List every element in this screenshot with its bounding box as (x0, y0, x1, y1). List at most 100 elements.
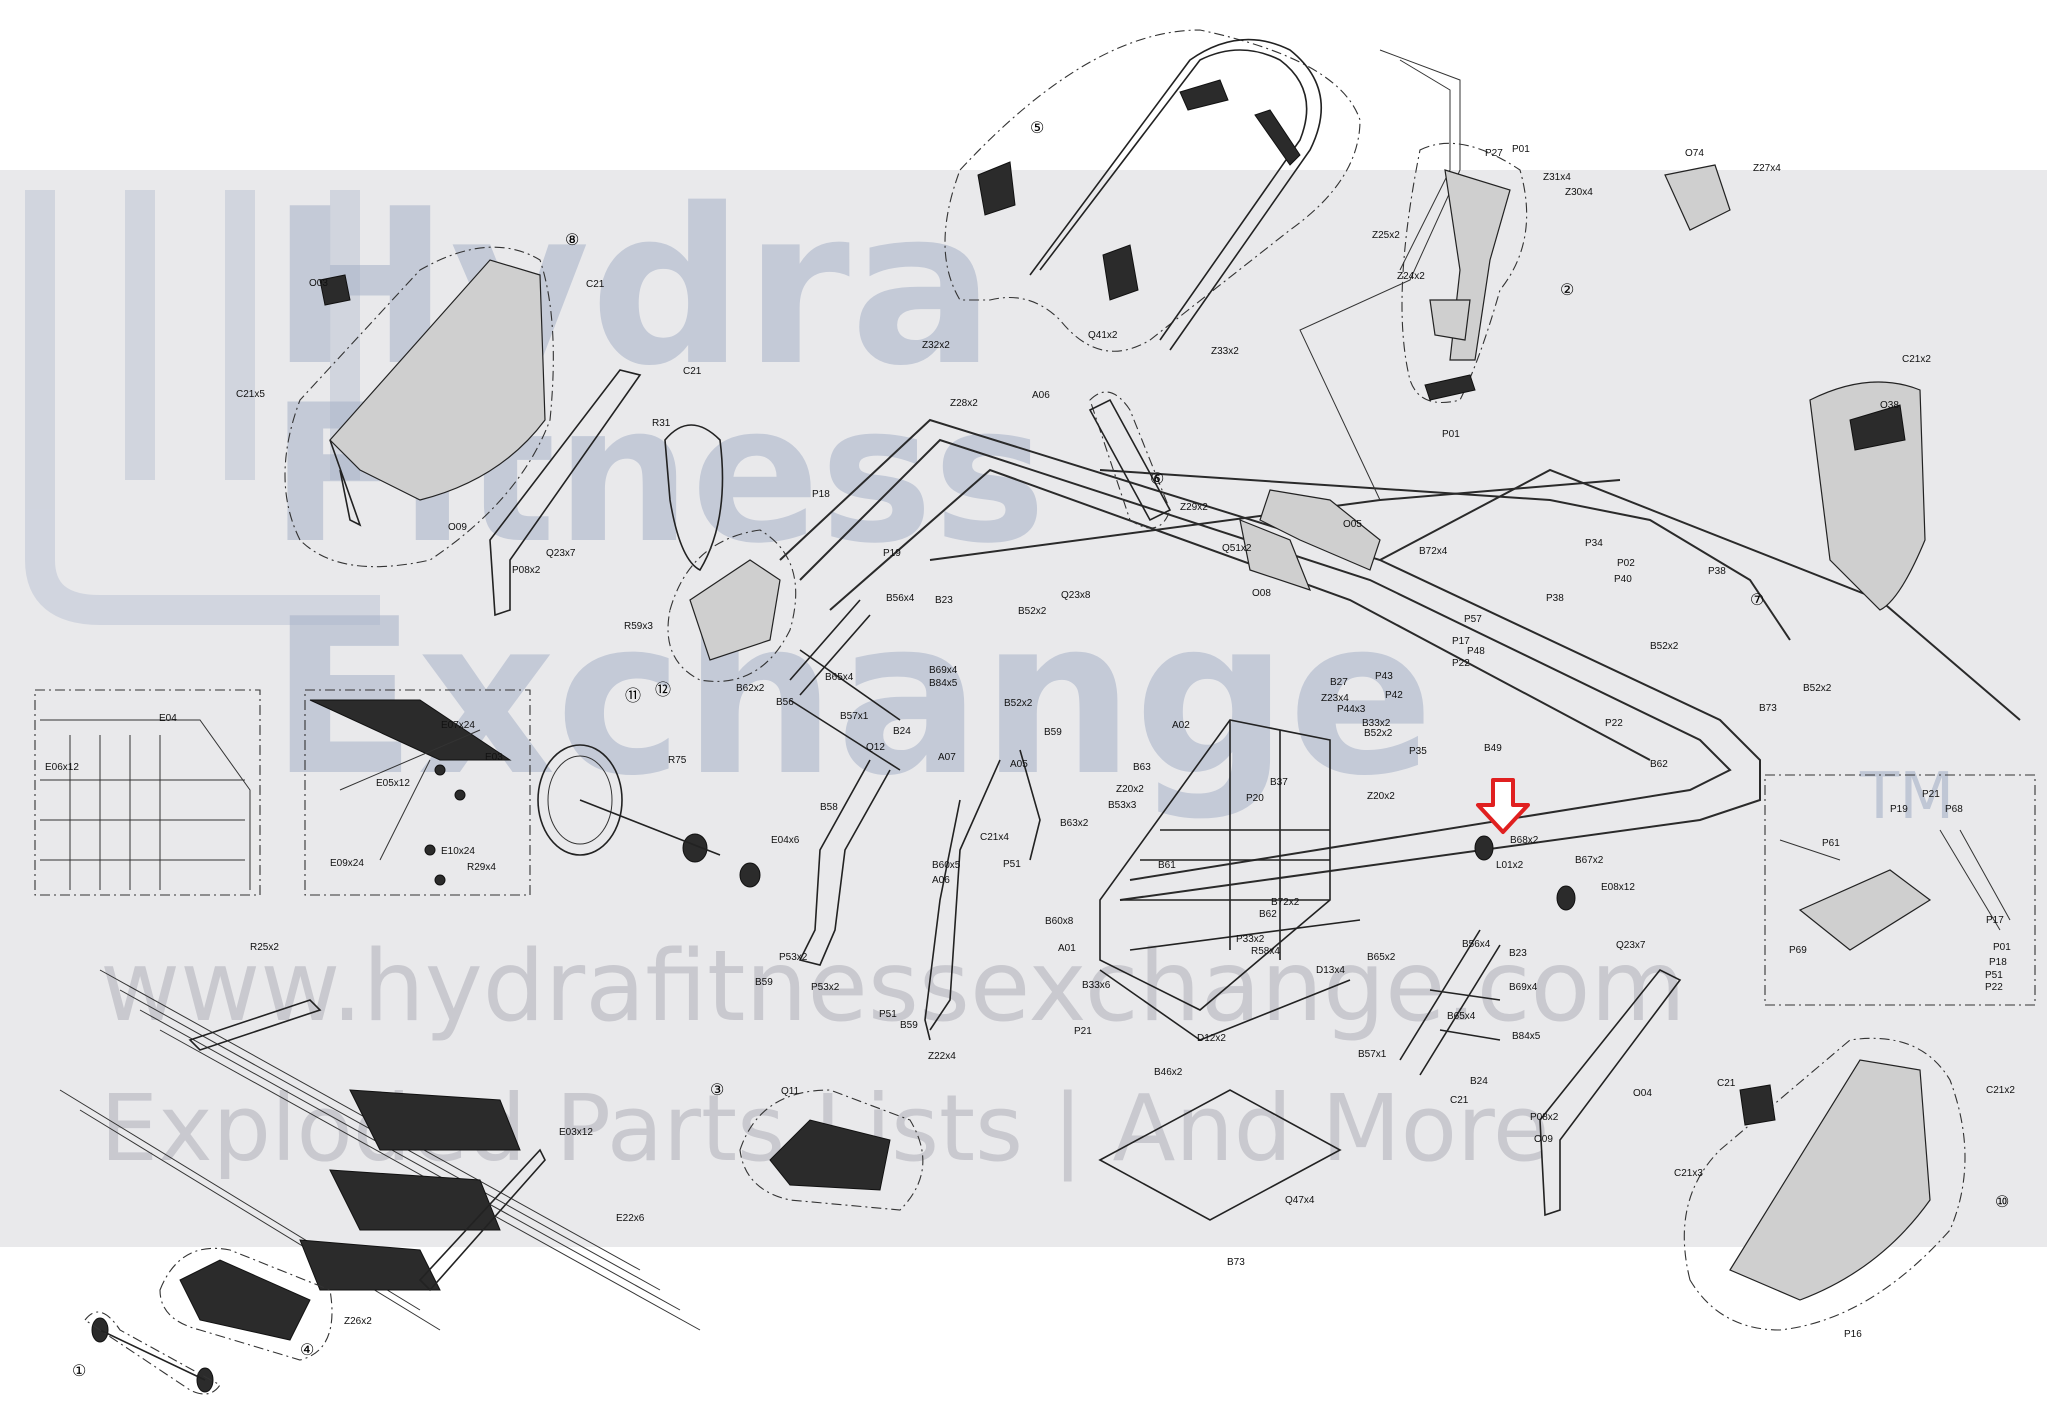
part-label: P69 (1789, 945, 1807, 956)
part-label: E08x12 (1601, 882, 1635, 893)
watermark-brand-line1: Hydra (270, 162, 996, 413)
part-label: P42 (1385, 690, 1403, 701)
part-label: B24 (1470, 1076, 1488, 1087)
part-label: O05 (1343, 519, 1362, 530)
part-label: Z25x2 (1372, 230, 1400, 241)
part-label: C21 (683, 366, 702, 377)
part-label: B46x2 (1154, 1067, 1183, 1078)
part-label: B59 (1044, 727, 1062, 738)
part-label: P17 (1986, 915, 2004, 926)
left-side-cover (284, 246, 554, 568)
part-label: B72x2 (1271, 897, 1300, 908)
part-label: Z27x4 (1753, 163, 1781, 174)
watermark-brand-line3: Exchange (270, 572, 1434, 823)
console-shroud (1809, 381, 1926, 611)
part-label: B57x1 (1358, 1049, 1387, 1060)
callout-number: ⑧ (565, 232, 579, 249)
part-label: B52x2 (1018, 606, 1047, 617)
callout-number: ⑪ (625, 687, 641, 705)
main-frame-rails (779, 49, 2021, 901)
part-label: P33x2 (1236, 934, 1265, 945)
part-label: B73 (1227, 1257, 1245, 1268)
part-label: C21x4 (980, 832, 1009, 843)
part-label: B65x4 (1447, 1011, 1476, 1022)
part-label: P40 (1614, 574, 1632, 585)
part-label: A01 (1058, 943, 1076, 954)
part-label: P01 (1512, 144, 1530, 155)
part-label: B52x2 (1004, 698, 1033, 709)
part-label: Q23x8 (1061, 590, 1091, 601)
part-label: D12x2 (1197, 1033, 1226, 1044)
part-label: C21x2 (1902, 354, 1931, 365)
center-cover (1239, 489, 1381, 591)
part-label: P27 (1485, 148, 1503, 159)
part-label: B72x4 (1419, 546, 1448, 557)
drive-belt (664, 424, 724, 572)
part-label: O09 (1534, 1134, 1553, 1145)
part-label: Z20x2 (1116, 784, 1144, 795)
part-label: R75 (668, 755, 687, 766)
part-label: P48 (1467, 646, 1485, 657)
part-label: E04x6 (771, 835, 800, 846)
handlebar-assembly (944, 29, 1361, 352)
part-label: C21 (586, 279, 605, 290)
part-label: O09 (448, 522, 467, 533)
part-label: C21x5 (236, 389, 265, 400)
part-label: A06 (932, 875, 950, 886)
part-label: P61 (1822, 838, 1840, 849)
part-label: Z29x2 (1180, 502, 1208, 513)
part-label: P51 (1985, 970, 2003, 981)
roller-axle (84, 1311, 221, 1395)
part-label: B65x4 (825, 672, 854, 683)
part-label: E10x24 (441, 846, 475, 857)
part-label: Z30x4 (1565, 187, 1593, 198)
callout-number: ① (72, 1363, 86, 1380)
watermark-trademark: TM (1860, 760, 1955, 834)
part-label: B33x2 (1362, 718, 1391, 729)
part-label: P22 (1985, 982, 2003, 993)
base-plate (1098, 1089, 1342, 1221)
part-label: E09x24 (330, 858, 364, 869)
part-label: D13x4 (1316, 965, 1345, 976)
callout-number: ⑦ (1750, 592, 1764, 609)
center-frame (1099, 719, 1361, 1041)
part-label: P17 (1452, 636, 1470, 647)
part-label: B56x4 (1462, 939, 1491, 950)
callout-number: ④ (300, 1342, 314, 1359)
part-label: B23 (935, 595, 953, 606)
part-label: Z24x2 (1397, 271, 1425, 282)
part-label: A02 (1172, 720, 1190, 731)
part-label: Q51x2 (1222, 543, 1252, 554)
part-label: P53x2 (779, 952, 808, 963)
part-label: Z33x2 (1211, 346, 1239, 357)
part-label: P38 (1708, 566, 1726, 577)
part-label: P02 (1617, 558, 1635, 569)
part-label: Q12 (866, 742, 885, 753)
part-label: E05x12 (376, 778, 410, 789)
callout-number: ⑩ (1995, 1194, 2009, 1211)
part-label: P08x2 (1530, 1112, 1559, 1123)
part-label: B69x4 (1509, 982, 1538, 993)
drive-housing (667, 529, 797, 682)
part-label: P68 (1945, 804, 1963, 815)
part-label: C21 (1717, 1078, 1736, 1089)
part-label: P22 (1605, 718, 1623, 729)
part-label: B52x2 (1650, 641, 1679, 652)
part-label: P43 (1375, 671, 1393, 682)
callout-number: ③ (710, 1082, 724, 1099)
part-label: B61 (1158, 860, 1176, 871)
part-label: Z31x4 (1543, 172, 1571, 183)
part-label: B62 (1650, 759, 1668, 770)
inset-electronics-detail (1764, 774, 2036, 1006)
part-label: B60x5 (932, 860, 961, 871)
part-label: B68x2 (1510, 835, 1539, 846)
part-label: P22 (1452, 658, 1470, 669)
part-label: R31 (652, 418, 671, 429)
rollers-b46 (1474, 835, 1576, 911)
part-label: P08x2 (512, 565, 541, 576)
right-side-cover (1683, 1037, 1966, 1331)
part-label: P53x2 (811, 982, 840, 993)
part-labels: C21 C21x5 O03 C21 O09 P08x2 Q23x7 R31 P1… (45, 144, 2015, 1340)
part-label: B63 (1133, 762, 1151, 773)
